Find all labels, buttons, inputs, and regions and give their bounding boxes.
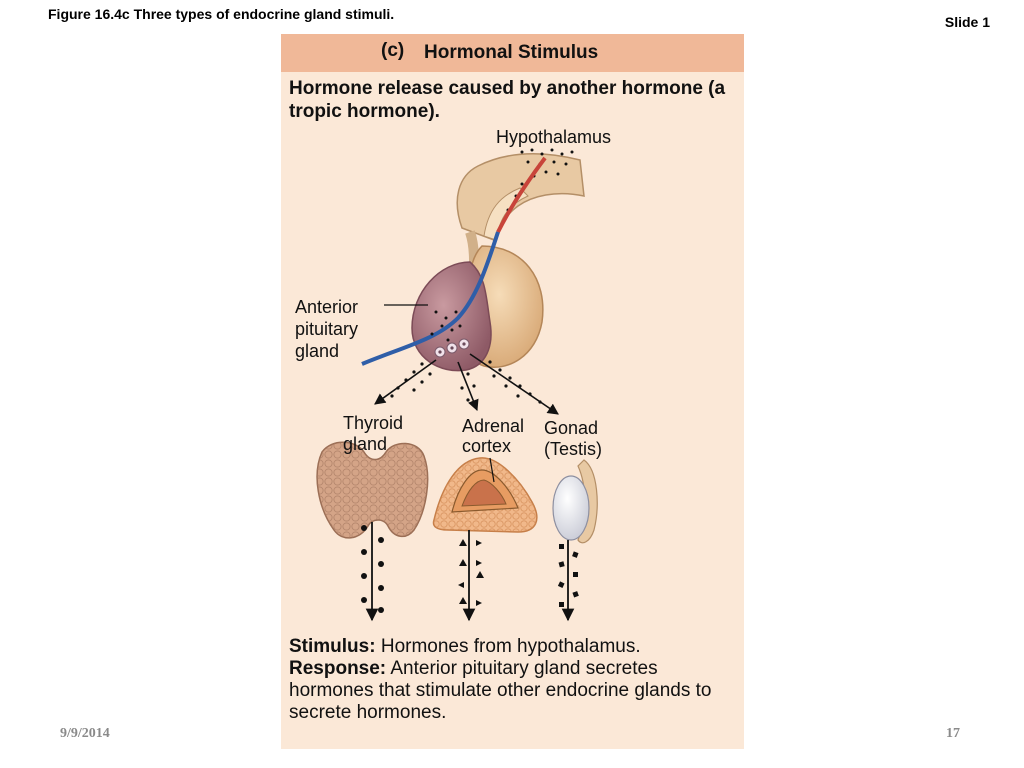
pituitary-dots: [430, 310, 462, 342]
anterior-pituitary: [411, 261, 492, 372]
tropic-arrows: [374, 353, 559, 415]
stimulus-label: Stimulus:: [289, 636, 376, 657]
panel-header: [281, 34, 744, 72]
label-anterior-pituitary: Anterior pituitary gland: [295, 297, 359, 361]
adrenal-hormone-triangles: [458, 539, 484, 606]
slide-label: Slide 1: [944, 14, 990, 30]
stimulus-text: Hormones from hypothalamus.: [380, 636, 641, 657]
label-hypothalamus: Hypothalamus: [496, 127, 612, 147]
testis-illustration: [552, 459, 598, 544]
response-label: Response:: [289, 658, 387, 679]
gonad-hormone-squares: [557, 544, 579, 607]
figure-caption: Figure 16.4c Three types of endocrine gl…: [48, 6, 395, 22]
panel-intro: Hormone release caused by another hormon…: [289, 78, 726, 122]
secretion-arrows: [365, 522, 575, 622]
figure-panel: [281, 34, 744, 749]
footer-date: 9/9/2014: [60, 726, 110, 741]
endocrine-diagram: [316, 148, 598, 622]
adrenal-illustration: [432, 457, 538, 533]
panel-letter: (c): [381, 40, 405, 61]
label-adrenal: Adrenal cortex: [462, 416, 525, 456]
response-text: Anterior pituitary gland secretes hormon…: [289, 658, 712, 723]
stimulus-response-text: Stimulus: Hormones from hypothalamus. Re…: [289, 636, 744, 724]
thyroid-hormone-dots: [361, 525, 384, 613]
label-gonad: Gonad (Testis): [544, 418, 602, 459]
red-vessel: [496, 156, 547, 233]
blue-vessel: [361, 231, 500, 366]
panel-title: Hormonal Stimulus: [424, 42, 599, 63]
footer-page-number: 17: [946, 726, 960, 741]
thyroid-illustration: [316, 441, 429, 539]
tropic-hormone-dots: [390, 360, 542, 404]
pituitary-cells: [434, 338, 470, 358]
label-thyroid: Thyroid gland: [343, 413, 404, 454]
